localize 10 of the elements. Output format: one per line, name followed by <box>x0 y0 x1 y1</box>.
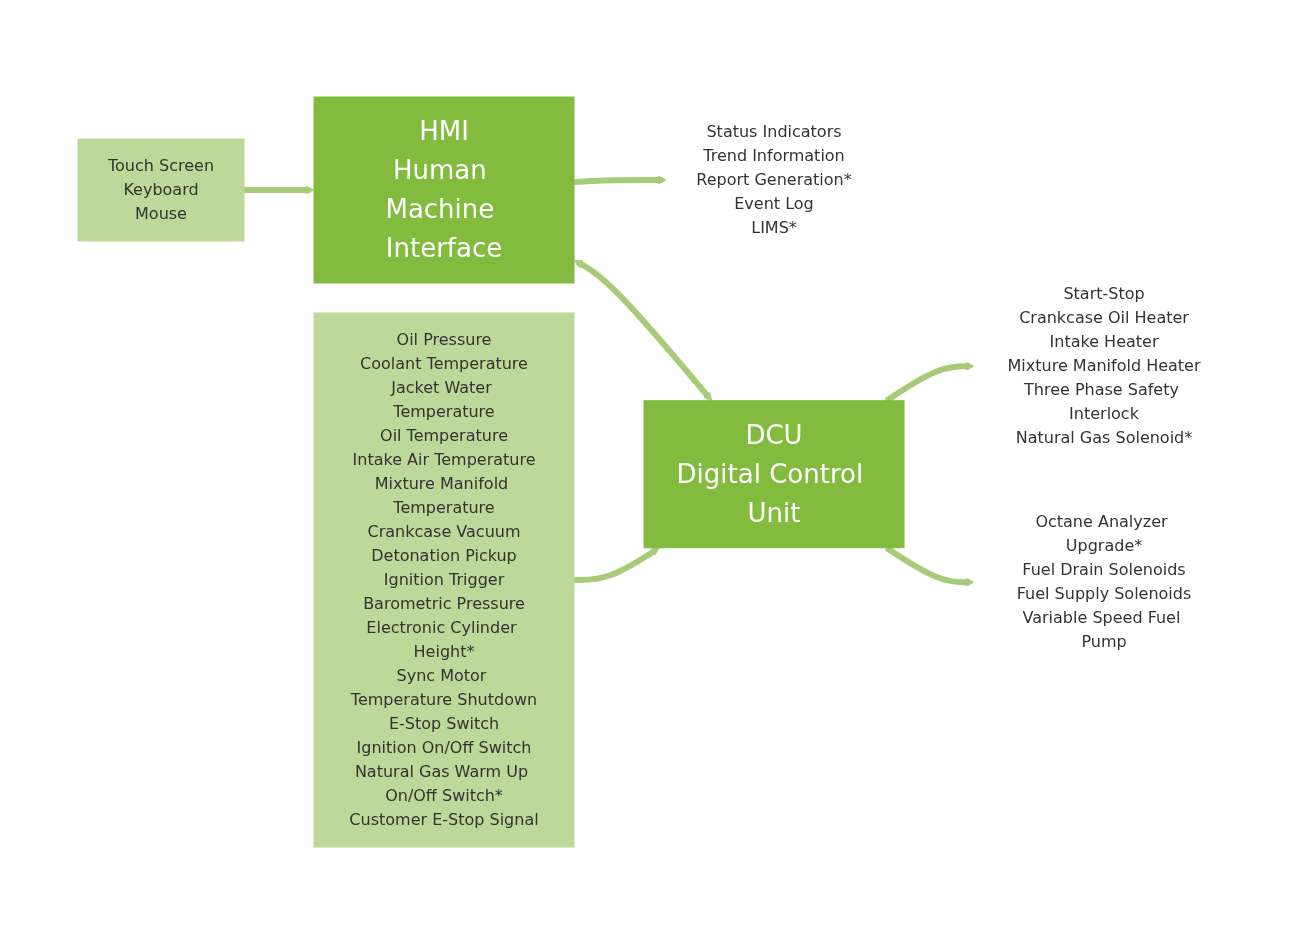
node-box: Touch Screen Keyboard Mouse <box>78 138 245 241</box>
arrow <box>574 546 661 583</box>
node-box: DCU Digital Control Unit <box>644 399 905 548</box>
node-text: Status Indicators Trend Information Report Generation* Event Log LIMS* <box>696 121 853 237</box>
node-text: Start-Stop Crankcase Oil Heater Intake Heater Mixture Manifold Heater Three Phase Safety Interlock Natural Gas Solenoid* <box>1008 283 1201 447</box>
arrow <box>244 185 315 194</box>
arrow <box>574 259 713 401</box>
node-box: Oil Pressure Coolant Temperature Jacket Water Temperature Oil Temperature Intake Air Temperature Mixture Manifold Temperature Crankcase Vacuum Detonation Pickup Ignition Trigger Barometric Pressure Electronic Cylinder Height* Sync Motor Temperature Shutdown E-Stop Switch Ignition On/Off Switch Natural Gas Warm Up On/Off Switch* Customer E-Stop Signal <box>314 312 575 847</box>
node-text: Octane Analyzer Upgrade* Fuel Drain Solenoids Fuel Supply Solenoids Variable Speed Fuel Pump <box>1017 511 1192 651</box>
node-box: HMI Human Machine Interface <box>314 96 575 283</box>
